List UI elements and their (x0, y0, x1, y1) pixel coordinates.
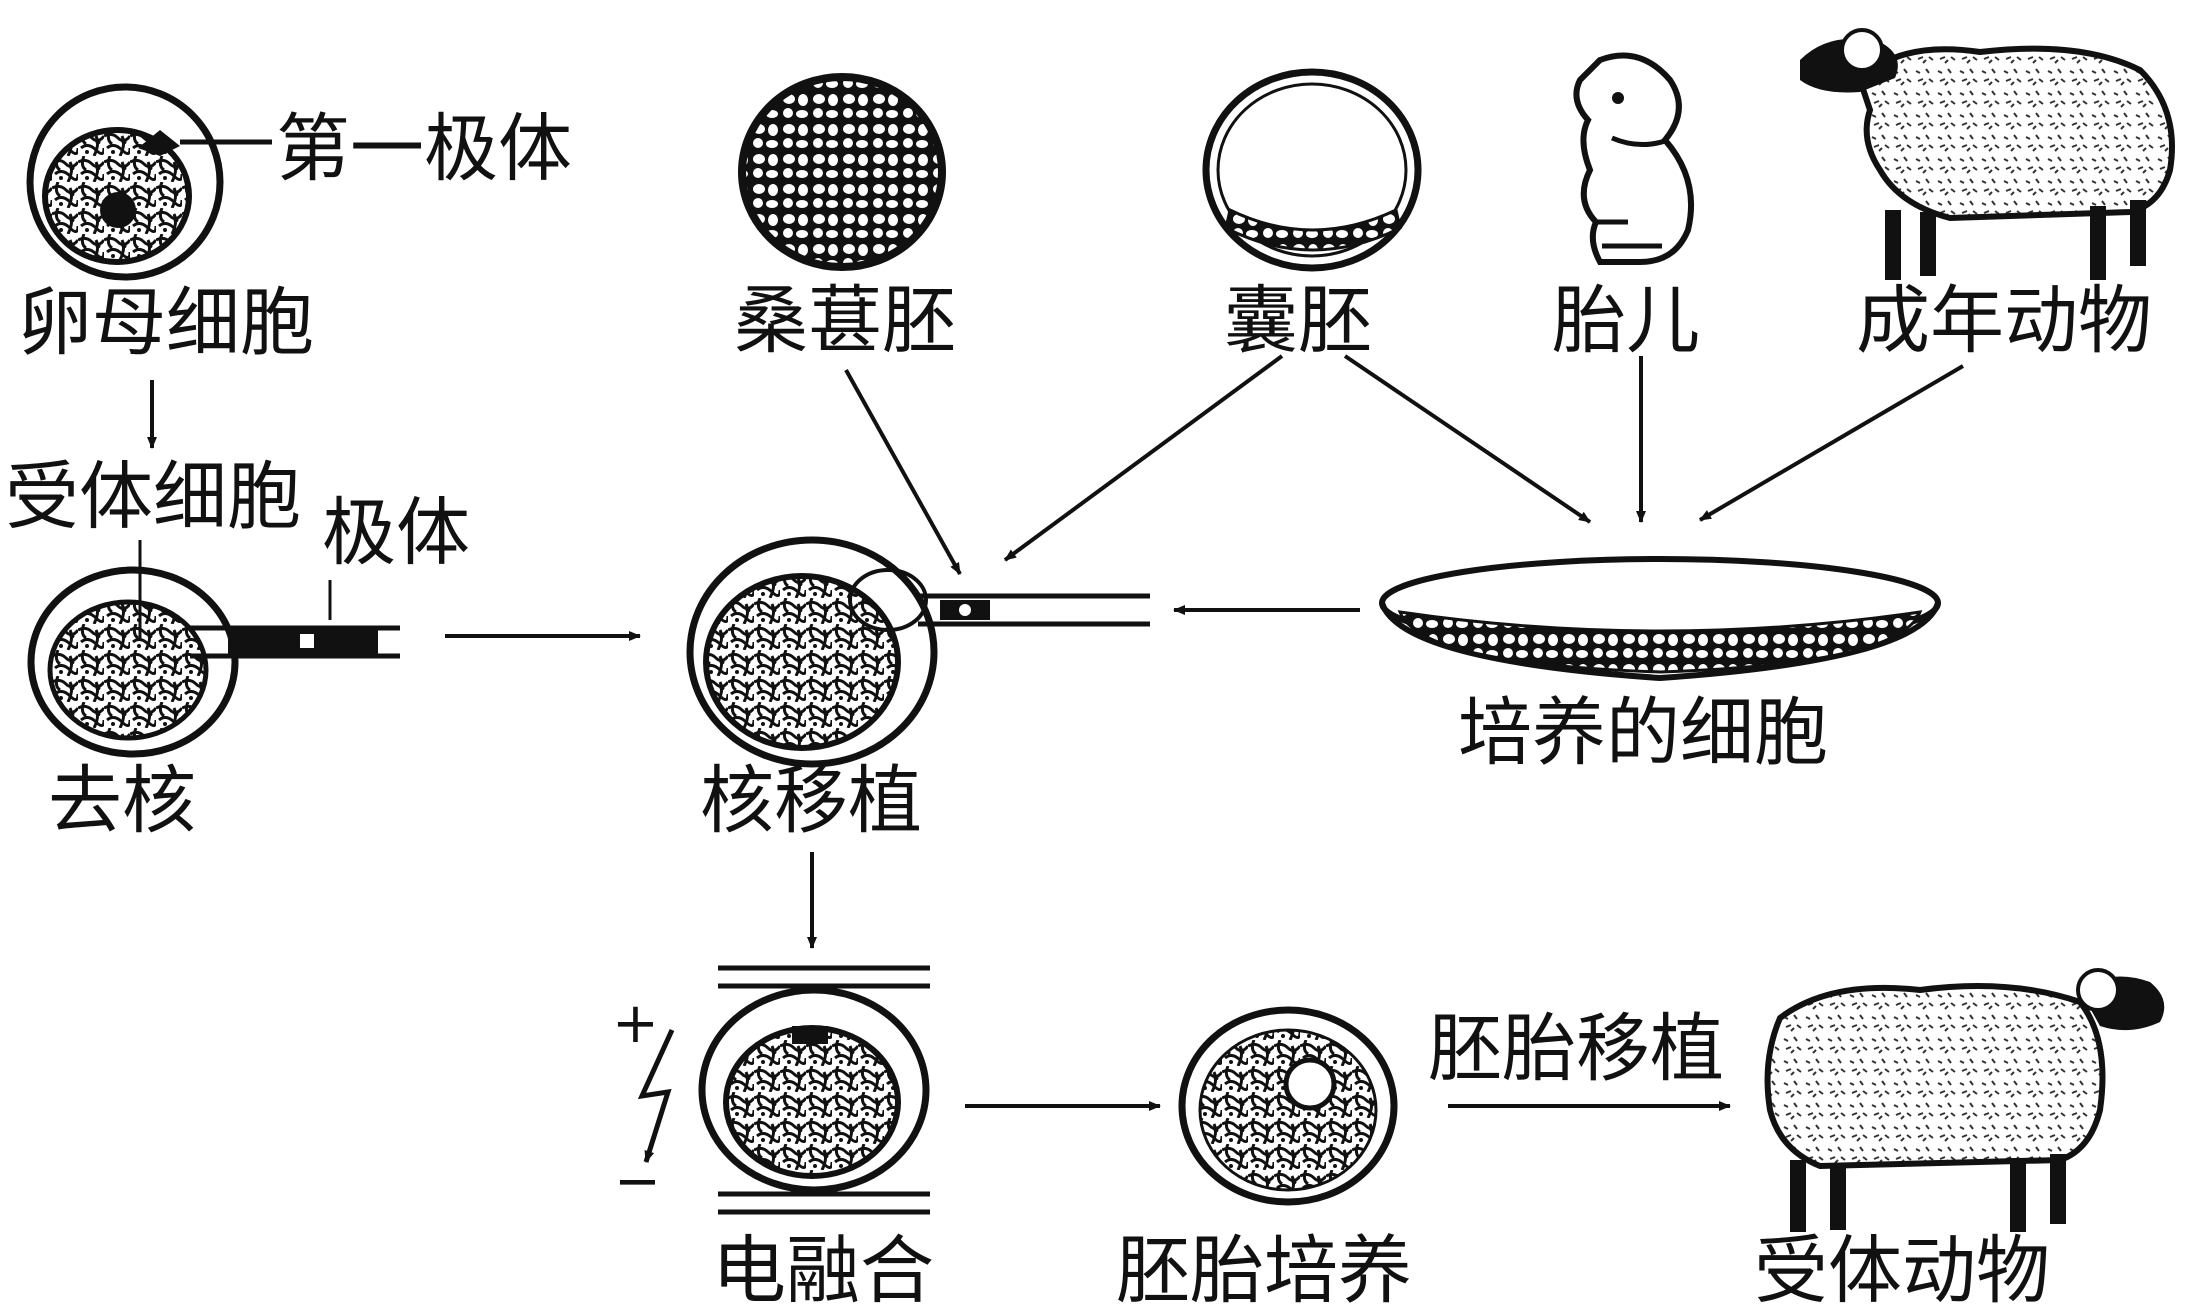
label-enucleation: 去核 (48, 758, 196, 844)
fetus-figure (1573, 52, 1695, 265)
oocyte-cell (26, 83, 272, 281)
lightning-bolt-icon (637, 1028, 675, 1163)
adult-animal-sheep (1800, 28, 2175, 280)
embryo-culture-cell (1178, 1006, 1398, 1206)
label-blastocyst: 囊胚 (1224, 278, 1372, 364)
label-minus-sign: − (614, 1149, 661, 1214)
label-first-polar-body: 第一极体 (276, 106, 572, 192)
enucleation-cell (27, 540, 400, 758)
label-embryo-transfer: 胚胎移植 (1428, 1006, 1724, 1092)
label-adult-animal: 成年动物 (1856, 278, 2152, 364)
recipient-animal-sheep (1764, 968, 2165, 1232)
label-oocyte: 卵母细胞 (18, 280, 314, 366)
label-embryo-culture: 胚胎培养 (1116, 1228, 1412, 1309)
first-polar-body-shape (138, 130, 180, 156)
nuclear-transfer-cell (686, 536, 1150, 768)
label-electrofusion: 电融合 (712, 1228, 934, 1309)
label-nuclear-transfer: 核移植 (700, 758, 922, 844)
morula-embryo (738, 73, 946, 271)
culture-dish (1379, 556, 1941, 682)
micropipette-transfer (918, 593, 1150, 627)
label-cultured-cells: 培养的细胞 (1458, 690, 1828, 776)
label-recipient-cell: 受体细胞 (5, 454, 301, 540)
electrofusion-setup (637, 965, 930, 1215)
label-morula: 桑葚胚 (734, 278, 956, 364)
arrow-blastocyst-to-culture (1343, 354, 1592, 524)
label-recipient-animal: 受体动物 (1754, 1228, 2050, 1309)
blastocyst-embryo (1202, 68, 1422, 272)
arrow-blastocyst-to-transfer (1003, 354, 1284, 562)
arrow-morula-to-transfer (844, 369, 962, 575)
label-polar-body: 极体 (322, 490, 470, 576)
arrow-adult-to-culture (1698, 364, 1965, 522)
label-fetus: 胎儿 (1552, 278, 1700, 364)
micropipette-enucleation (190, 625, 400, 659)
label-plus-sign: + (612, 991, 659, 1056)
